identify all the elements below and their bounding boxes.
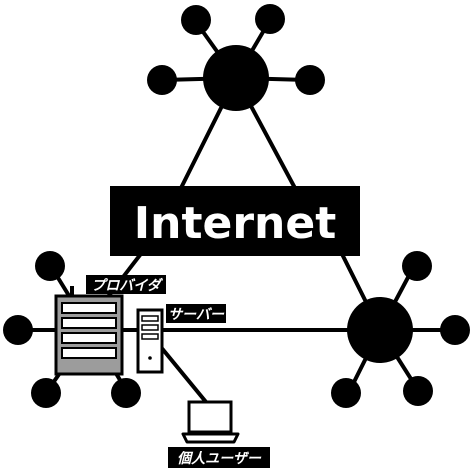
hub-satellite-node [295, 65, 325, 95]
internet-box: Internet [110, 186, 360, 256]
hub-center-node [347, 297, 413, 363]
hub-satellite-node [255, 4, 285, 34]
hub-satellite-node [440, 315, 470, 345]
hub-satellite-node [3, 315, 33, 345]
internet-label: Internet [134, 198, 336, 249]
top-network-hub [147, 4, 325, 111]
hub-satellite-node [181, 5, 211, 35]
right-network-hub [331, 251, 470, 408]
provider-label-box: プロバイダ [86, 275, 166, 294]
hub-satellite-node [147, 65, 177, 95]
hub-satellite-node [111, 378, 141, 408]
hub-satellite-node [35, 251, 65, 281]
server-label-box: サーバー [166, 304, 226, 323]
hub-satellite-node [31, 378, 61, 408]
hub-satellite-node [402, 251, 432, 281]
hub-center-node [203, 45, 269, 111]
user-label: 個人ユーザー [177, 450, 262, 467]
provider-label: プロバイダ [91, 277, 163, 294]
user-label-box: 個人ユーザー [168, 447, 270, 468]
server-tower-icon [136, 308, 164, 374]
server-label: サーバー [168, 307, 225, 323]
provider-network-nodes [3, 251, 141, 408]
hub-satellite-node [331, 378, 361, 408]
provider-server-rack-icon [54, 286, 124, 376]
laptop-icon [181, 400, 240, 444]
hub-satellite-node [403, 376, 433, 406]
